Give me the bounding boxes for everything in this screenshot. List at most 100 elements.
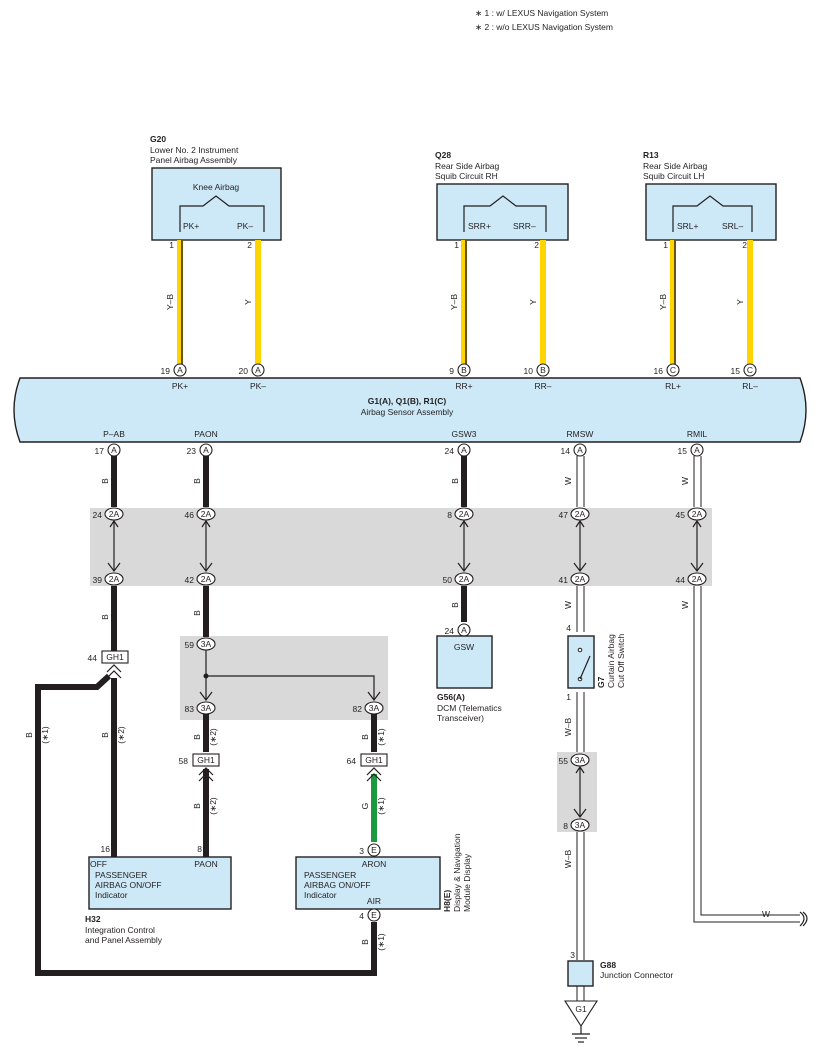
g20-inner-label: Knee Airbag: [193, 182, 240, 192]
g20-pin-b: PK–: [237, 221, 253, 231]
lower-wires: [35, 456, 808, 976]
g88-junction-connector: 3 G88 Junction Connector: [567, 950, 673, 1001]
sensor-bottom-labels: P–AB PAON GSW3 RMSW RMIL: [103, 429, 707, 439]
svg-text:83: 83: [185, 704, 195, 714]
svg-text:55: 55: [559, 756, 569, 766]
sensor-top-pins: A 19 PK+ A 20 PK– B 9 RR+ B 10 RR– C 16 …: [161, 363, 758, 391]
svg-text:B: B: [540, 365, 546, 375]
svg-text:A: A: [111, 445, 117, 455]
r13-box: [645, 183, 777, 241]
svg-text:20: 20: [239, 366, 249, 376]
svg-text:Module Display: Module Display: [462, 853, 472, 912]
svg-text:4: 4: [566, 623, 571, 633]
svg-text:W: W: [563, 601, 573, 609]
sensor-body: [13, 377, 807, 443]
svg-text:Display & Navigation: Display & Navigation: [452, 833, 462, 912]
legend-note-2: ∗ 2 : w/o LEXUS Navigation System: [475, 22, 613, 32]
svg-text:2A: 2A: [692, 509, 703, 519]
r13-squib-symbol: [672, 195, 753, 232]
svg-text:B: B: [360, 939, 370, 945]
svg-text:3: 3: [570, 950, 575, 960]
svg-text:3: 3: [359, 846, 364, 856]
junction-3a-left: 3A 59 3A 83 3A 82: [185, 637, 384, 715]
svg-text:8: 8: [563, 821, 568, 831]
svg-text:44: 44: [676, 575, 686, 585]
g20-pin-a: PK+: [183, 221, 199, 231]
svg-text:ARON: ARON: [362, 859, 387, 869]
svg-text:B: B: [192, 478, 202, 484]
q28-pin-a: SRR+: [468, 221, 491, 231]
svg-text:(∗1): (∗1): [376, 797, 386, 815]
svg-text:AIRBAG ON/OFF: AIRBAG ON/OFF: [95, 880, 162, 890]
svg-text:(∗1): (∗1): [376, 728, 386, 746]
svg-text:3A: 3A: [201, 639, 212, 649]
svg-text:PK+: PK+: [172, 381, 188, 391]
svg-text:50: 50: [443, 575, 453, 585]
gh1-connectors: GH1 44 GH1 58 GH1 64: [88, 650, 388, 782]
svg-text:B: B: [360, 734, 370, 740]
svg-text:16: 16: [654, 366, 664, 376]
svg-text:GSW3: GSW3: [451, 429, 476, 439]
svg-text:46: 46: [185, 510, 195, 520]
svg-text:(∗1): (∗1): [376, 933, 386, 951]
wire-label-yb-2: Y–B: [449, 294, 459, 310]
legend-note-1: ∗ 1 : w/ LEXUS Navigation System: [475, 8, 608, 18]
svg-text:B: B: [450, 478, 460, 484]
svg-text:Curtain Airbag: Curtain Airbag: [606, 634, 616, 688]
svg-text:2A: 2A: [201, 509, 212, 519]
svg-text:B: B: [100, 732, 110, 738]
svg-text:E: E: [371, 845, 377, 855]
wire-label-y-2: Y: [528, 299, 538, 305]
svg-text:14: 14: [561, 446, 571, 456]
svg-text:19: 19: [161, 366, 171, 376]
svg-text:G7: G7: [596, 676, 606, 688]
svg-text:RR+: RR+: [455, 381, 472, 391]
svg-text:RL+: RL+: [665, 381, 681, 391]
svg-text:W: W: [680, 601, 690, 609]
wires-below-3a: [203, 714, 377, 752]
svg-text:and Panel Assembly: and Panel Assembly: [85, 935, 163, 945]
svg-text:3A: 3A: [575, 820, 586, 830]
r13-code: R13: [643, 150, 659, 160]
junction-3a-right: 3A 55 3A 8: [559, 753, 590, 832]
svg-text:16: 16: [101, 844, 111, 854]
svg-text:82: 82: [353, 704, 363, 714]
sensor-code: G1(A), Q1(B), R1(C): [368, 396, 447, 406]
svg-text:PK–: PK–: [250, 381, 266, 391]
svg-text:(∗2): (∗2): [208, 797, 218, 815]
lower-wire-labels: B B B W W B B B W W B (∗1) B (∗2) B (∗2)…: [24, 477, 770, 951]
q28-num-b: 2: [534, 240, 539, 250]
g20-box: [151, 167, 282, 241]
q28-num-a: 1: [454, 240, 459, 250]
g20-name-1: Lower No. 2 Instrument: [150, 145, 239, 155]
svg-text:H8(E): H8(E): [442, 890, 452, 912]
svg-text:W–B: W–B: [563, 849, 573, 868]
svg-text:PAON: PAON: [194, 429, 217, 439]
svg-text:3A: 3A: [575, 755, 586, 765]
wire-label-yb-3: Y–B: [658, 294, 668, 310]
svg-text:24: 24: [93, 510, 103, 520]
g20-num-b: 2: [247, 240, 252, 250]
top-wires: Y–B Y Y–B Y Y–B Y: [165, 240, 753, 364]
svg-text:39: 39: [93, 575, 103, 585]
svg-text:A: A: [255, 365, 261, 375]
svg-text:RMIL: RMIL: [687, 429, 708, 439]
svg-text:GH1: GH1: [106, 652, 124, 662]
svg-text:W–B: W–B: [563, 717, 573, 736]
q28-squib-symbol: [463, 195, 547, 232]
svg-text:2A: 2A: [575, 509, 586, 519]
svg-text:4: 4: [359, 911, 364, 921]
svg-text:2A: 2A: [575, 574, 586, 584]
svg-text:B: B: [461, 365, 467, 375]
g20-knee-airbag: G20 Lower No. 2 Instrument Panel Airbag …: [150, 134, 282, 250]
svg-text:2A: 2A: [692, 574, 703, 584]
svg-text:41: 41: [559, 575, 569, 585]
svg-text:3A: 3A: [369, 703, 380, 713]
junction-2a-links: [107, 519, 704, 572]
r13-pin-a: SRL+: [677, 221, 699, 231]
svg-text:Integration Control: Integration Control: [85, 925, 155, 935]
svg-text:Indicator: Indicator: [95, 890, 128, 900]
svg-text:H32: H32: [85, 914, 101, 924]
svg-text:PASSENGER: PASSENGER: [95, 870, 147, 880]
h8-display-navigation: E 3 ARON PASSENGER AIRBAG ON/OFF Indicat…: [295, 833, 472, 922]
